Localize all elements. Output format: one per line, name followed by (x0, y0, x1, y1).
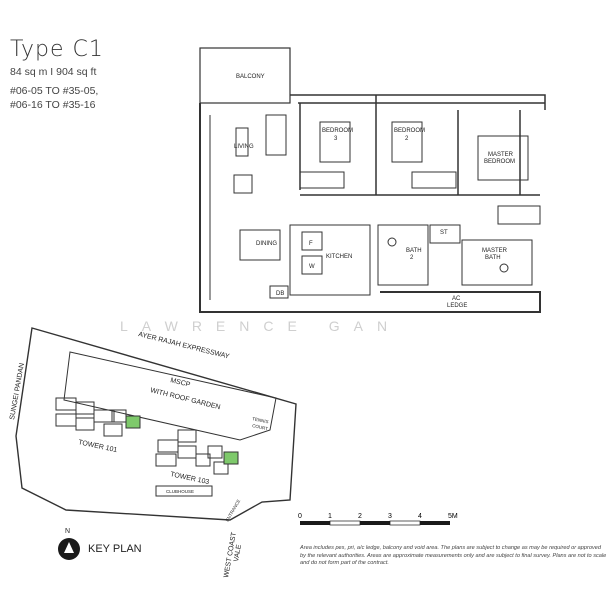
tennis-label-1: TENNIS (252, 416, 269, 424)
db-label: DB (276, 291, 284, 297)
north-label: N (65, 528, 71, 535)
master-bed (477, 135, 529, 181)
scale-tick-5: 5M (448, 513, 458, 520)
watermark: LAWRENCE GAN (120, 318, 402, 334)
scale-ticks: 0 1 2 3 4 5M (298, 513, 458, 520)
dining-table (239, 229, 281, 261)
unit-header: Type C1 84 sq m I 904 sq ft #06-05 TO #3… (10, 38, 104, 112)
washer (301, 255, 323, 275)
scale-tick-3: 3 (388, 513, 392, 520)
master-bath-room (461, 239, 533, 286)
washer-label: W (309, 264, 315, 270)
ac-ledge-label-2: LEDGE (447, 303, 467, 309)
living-label: LIVING (234, 144, 254, 150)
master-toilet (499, 263, 509, 273)
site-boundary (15, 327, 297, 521)
bath2-label-2: 2 (410, 255, 414, 261)
master-wardrobe (497, 205, 541, 225)
db-box (269, 285, 289, 299)
master-bath-label-1: MASTER (482, 248, 508, 254)
balcony-area (199, 47, 291, 104)
outer-wall (199, 103, 541, 313)
bath2-label-1: BATH (406, 248, 422, 254)
tower-101-label: TOWER 101 (78, 439, 118, 454)
sungei-pandan-label: SUNGEI PANDAN (9, 363, 26, 421)
tower-103-label: TOWER 103 (170, 471, 210, 486)
disclaimer-note: Area includes pes, pri, a/c ledge, balco… (300, 545, 607, 566)
mscp-block (63, 351, 277, 441)
key-plan-legend: KEY PLAN (58, 538, 142, 560)
ac-ledge-label-1: AC (452, 296, 461, 302)
scale-bar (300, 520, 450, 526)
tennis-label-2: COURT (252, 423, 269, 431)
mscp-label-1: MSCP (170, 377, 192, 389)
bedroom3-bed (319, 121, 351, 163)
scale-tick-4: 4 (418, 513, 422, 520)
bedroom3-label-1: BEDROOM (322, 128, 353, 134)
vale-label: VALE (233, 544, 243, 563)
scale-segment-4 (389, 520, 421, 526)
bedroom3-label-2: 3 (334, 136, 338, 142)
scale-segment-5 (420, 521, 450, 525)
unit-numbers: #06-05 TO #35-05, #06-16 TO #35-16 (10, 84, 104, 112)
bath2-room (377, 224, 429, 286)
north-arrow-icon (58, 538, 80, 560)
store-label: ST (440, 230, 448, 236)
bedroom2-label-1: BEDROOM (394, 128, 425, 134)
bedroom3-wardrobe (299, 171, 345, 189)
expressway-label: AYER RAJAH EXPRESSWAY (138, 331, 231, 361)
scale-segment-2 (329, 520, 361, 526)
tower-103-units (155, 429, 239, 475)
unit-range-2: #06-16 TO #35-16 (10, 99, 96, 111)
scale-segment-1 (300, 521, 330, 525)
mscp-label-2: WITH ROOF GARDEN (150, 387, 222, 411)
key-plan (15, 327, 297, 521)
fridge-label: F (309, 241, 313, 247)
living-table (235, 127, 249, 157)
master-bedroom-label-2: BEDROOM (484, 159, 515, 165)
unit-range-1: #06-05 TO #35-05, (10, 85, 99, 97)
top-wall (290, 94, 546, 195)
unit-area: 84 sq m I 904 sq ft (10, 66, 97, 78)
bedroom2-label-2: 2 (405, 136, 409, 142)
scale-tick-1: 1 (328, 513, 332, 520)
scale-tick-2: 2 (358, 513, 362, 520)
bath2-toilet (387, 237, 397, 247)
bedroom2-bed (391, 121, 423, 163)
kitchen-label: KITCHEN (326, 254, 352, 260)
bedroom-lower-wall (300, 110, 540, 196)
key-plan-label: KEY PLAN (88, 543, 142, 555)
master-bath-label-2: BATH (485, 255, 501, 261)
tower-101-highlight-unit (125, 415, 141, 429)
kitchen-room (289, 224, 371, 296)
master-bedroom-label-1: MASTER (488, 152, 514, 158)
clubhouse-label: CLUBHOUSE (166, 489, 194, 494)
tower-103-highlight-unit (223, 451, 239, 465)
dining-label: DINING (256, 241, 277, 247)
scale-segment-3 (360, 521, 390, 525)
bedroom2-wardrobe (411, 171, 457, 189)
store-room (429, 224, 461, 244)
floor-plan (199, 47, 546, 313)
clubhouse-block (155, 485, 213, 497)
unit-type-title: Type C1 (10, 37, 104, 62)
living-sofa (265, 114, 287, 156)
living-armchair (233, 174, 253, 194)
tower-101-units (55, 397, 141, 437)
fridge (301, 231, 323, 251)
scale-tick-0: 0 (298, 513, 302, 520)
balcony-label: BALCONY (236, 74, 265, 80)
